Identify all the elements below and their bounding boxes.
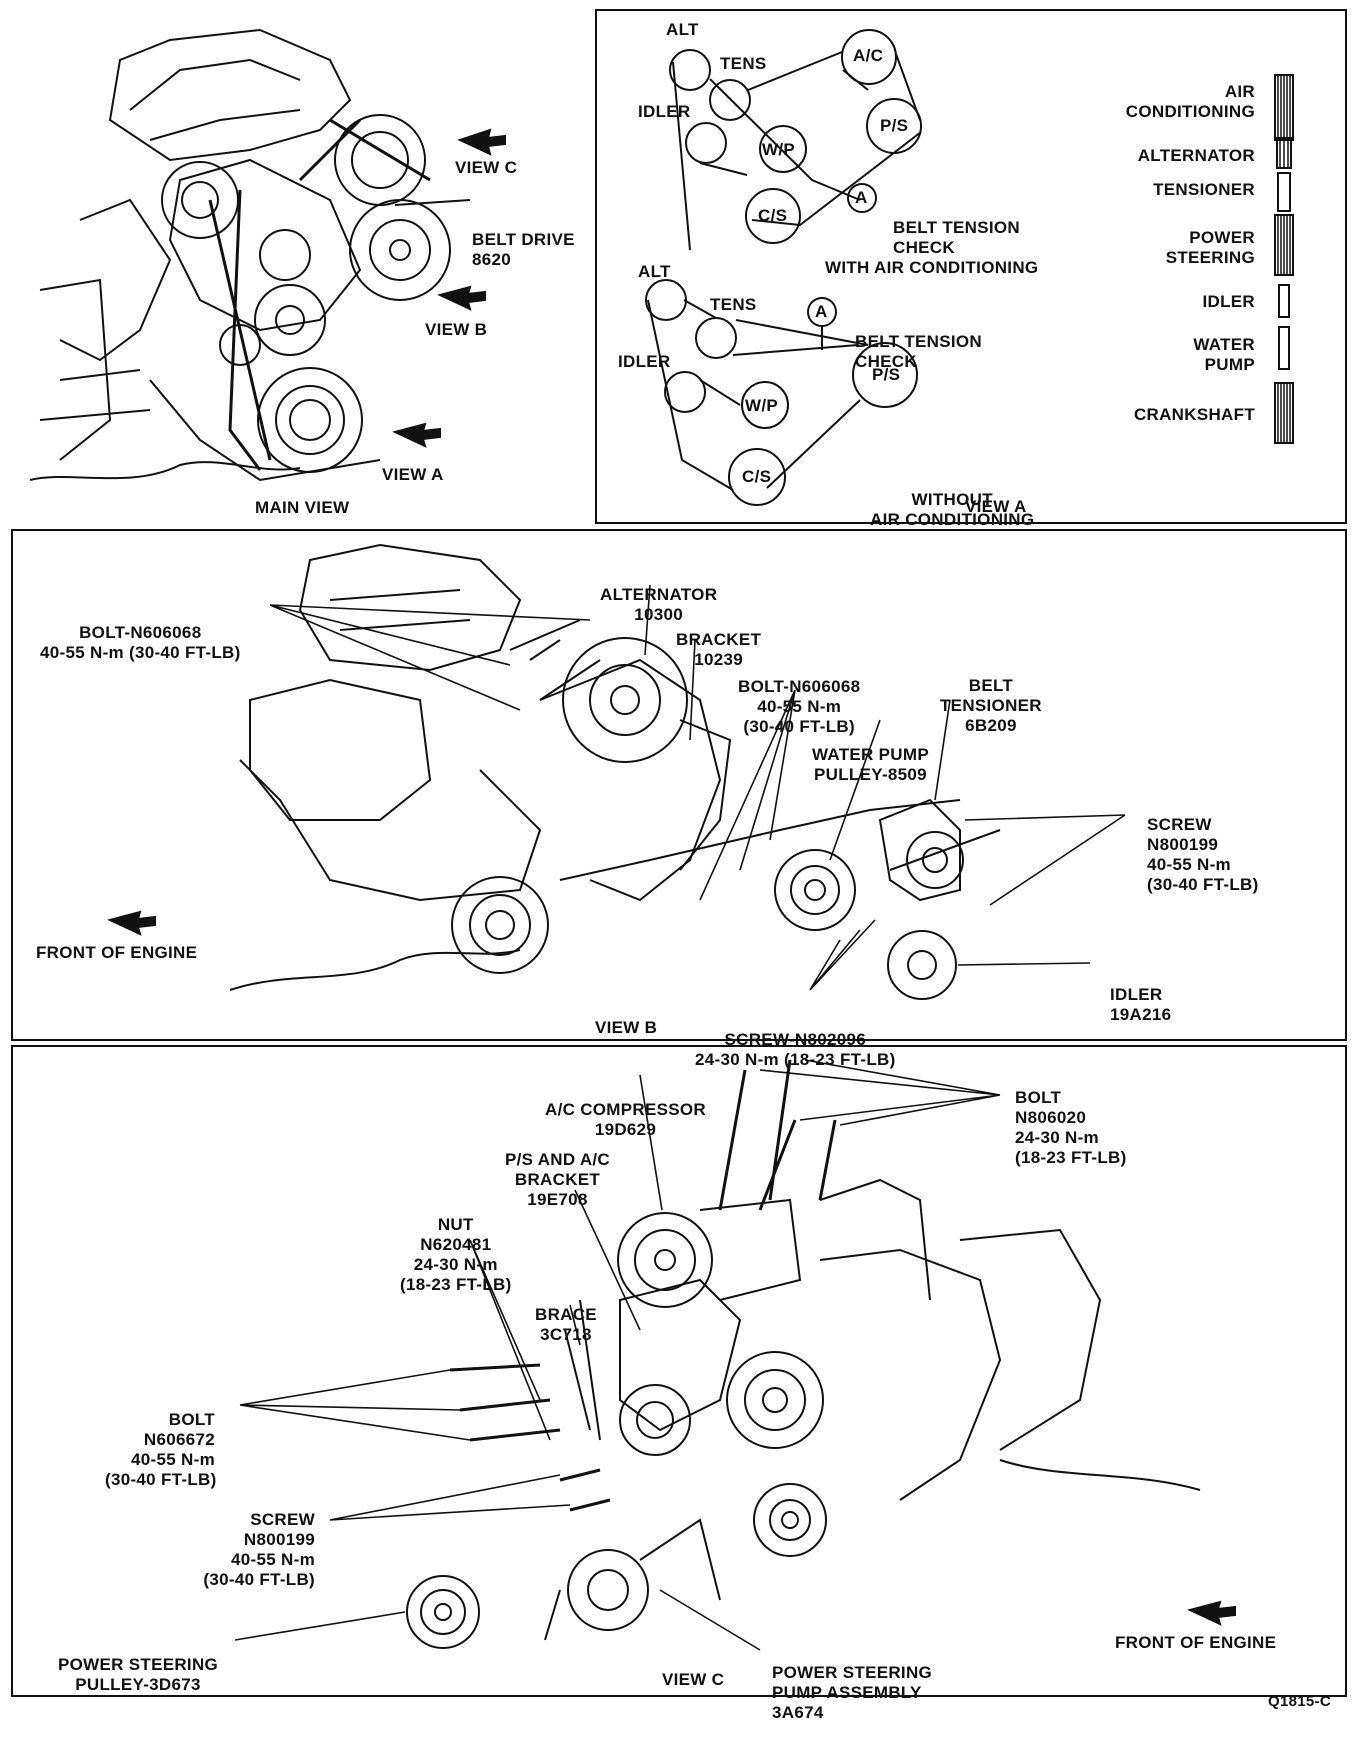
view-b-leaders [269,584,1126,991]
legend-idler: IDLER [1202,292,1255,311]
alt-pulley-2 [645,279,687,321]
belt-check-marker-1 [847,183,877,213]
alternator-sketch [562,637,688,763]
legend-tensioner: TENSIONER [1153,180,1255,199]
view-b-frame [11,529,1347,1041]
with-ac-belt-routing [669,29,922,251]
view-c-front-arrow [1187,1600,1236,1626]
tens-label: TENS [720,54,767,73]
view-c-exploded-sketch [406,1059,1201,1649]
ps-label: P/S [880,116,909,135]
idler-label: IDLER [638,102,691,121]
wp-label: W/P [762,140,796,159]
water-pump-pulley-sketch [774,849,856,931]
idler-pulley-2 [664,371,706,413]
ac-label: A/C [853,46,884,65]
view-c-title: VIEW C [662,1670,725,1689]
tens-pulley-2 [695,317,737,359]
cs-label-2: C/S [742,467,772,486]
view-b-title: VIEW B [595,1018,658,1037]
ps-pulley-2 [852,342,918,408]
wp-pulley [759,125,807,173]
view-b-front-of-engine: FRONT OF ENGINE [36,943,198,962]
cs-pulley [745,188,801,244]
legend-swatches [1274,74,1294,444]
idler-label-2: IDLER [618,352,671,371]
ps-pump-sketch [567,1549,649,1631]
idler-sketch [887,930,957,1000]
belt-check-marker-1-label: A [855,188,868,207]
belt-drive-leader [394,199,471,206]
with-ac-caption: WITH AIR CONDITIONING [825,258,1039,277]
figure-id: Q1815-C [1268,1693,1331,1710]
cs-pulley-2 [728,448,786,506]
legend-crankshaft: CRANKSHAFT [1133,405,1255,424]
view-c-leaders [234,1059,1001,1651]
ps-pulley-sketch [406,1575,480,1649]
view-a-arrow [392,422,441,448]
idler-pulley [685,122,727,164]
view-c-arrow [457,128,506,156]
wp-pulley-2 [741,381,789,429]
view-c-front-of-engine: FRONT OF ENGINE [1115,1633,1277,1652]
ac-pulley [841,29,897,85]
main-view-engine-sketch [29,28,451,482]
view-b-callout: VIEW B [425,320,488,339]
alt-label: ALT [666,20,699,39]
wp-label-2: W/P [745,396,779,415]
main-view-title: MAIN VIEW [255,498,350,517]
alt-label-2: ALT [638,262,671,281]
alt-pulley [669,49,711,91]
view-a-callout: VIEW A [382,465,444,484]
ps-label-2: P/S [872,365,901,384]
view-c-frame [11,1045,1347,1697]
view-b-front-arrow [107,910,156,936]
cs-label: C/S [758,206,788,225]
view-a-frame [595,9,1347,524]
without-ac-belt-routing [645,279,918,506]
view-a-title: VIEW A [965,497,1027,516]
tensioner-sketch [878,798,961,902]
view-b-arrow [437,285,486,311]
view-b-exploded-sketch [229,543,1001,1000]
tens-pulley [709,79,751,121]
legend-alternator: ALTERNATOR [1137,146,1255,165]
ac-compressor-sketch [617,1212,713,1308]
belt-check-marker-2-label: A [815,302,828,321]
tens-label-2: TENS [710,295,757,314]
view-c-callout: VIEW C [455,158,518,177]
